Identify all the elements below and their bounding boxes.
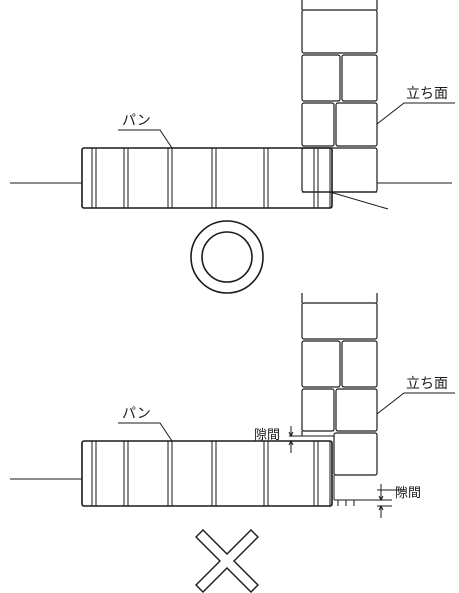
wall-block (301, 102, 335, 147)
wall-block (301, 147, 378, 193)
bottom-gap-dimension-marker (377, 484, 405, 518)
wall-block (301, 388, 335, 432)
cross-incorrect-icon (195, 529, 259, 593)
wall-stack (301, 293, 378, 506)
wall-block (333, 432, 378, 476)
wall-leader-line (376, 392, 455, 415)
wall-block (301, 340, 341, 388)
top-gap-dimension-marker (288, 426, 302, 453)
correct-installation-diagram (10, 0, 455, 294)
wall-stack (301, 0, 389, 210)
pan-label-top: パン (122, 113, 151, 129)
wall-block (335, 102, 378, 147)
wall-label-top: 立ち面 (406, 86, 448, 102)
wall-block (301, 54, 341, 102)
wall-block (341, 340, 378, 388)
pan-body (81, 440, 333, 507)
pan-leader-line (118, 129, 173, 149)
gap-label-top: 隙間 (254, 428, 280, 443)
wall-label-bottom: 立ち面 (406, 376, 448, 392)
wall-block (301, 9, 378, 54)
wall-block (301, 302, 378, 340)
incorrect-installation-diagram (10, 293, 455, 593)
pan-leader-line (118, 422, 173, 442)
wall-block (341, 54, 378, 102)
wall-block (335, 388, 378, 432)
gap-label-bottom: 隙間 (395, 486, 421, 501)
pan-label-bottom: パン (122, 406, 151, 422)
double-circle-correct-icon (190, 220, 264, 294)
pan-body (81, 147, 333, 209)
wall-leader-line (376, 102, 455, 125)
